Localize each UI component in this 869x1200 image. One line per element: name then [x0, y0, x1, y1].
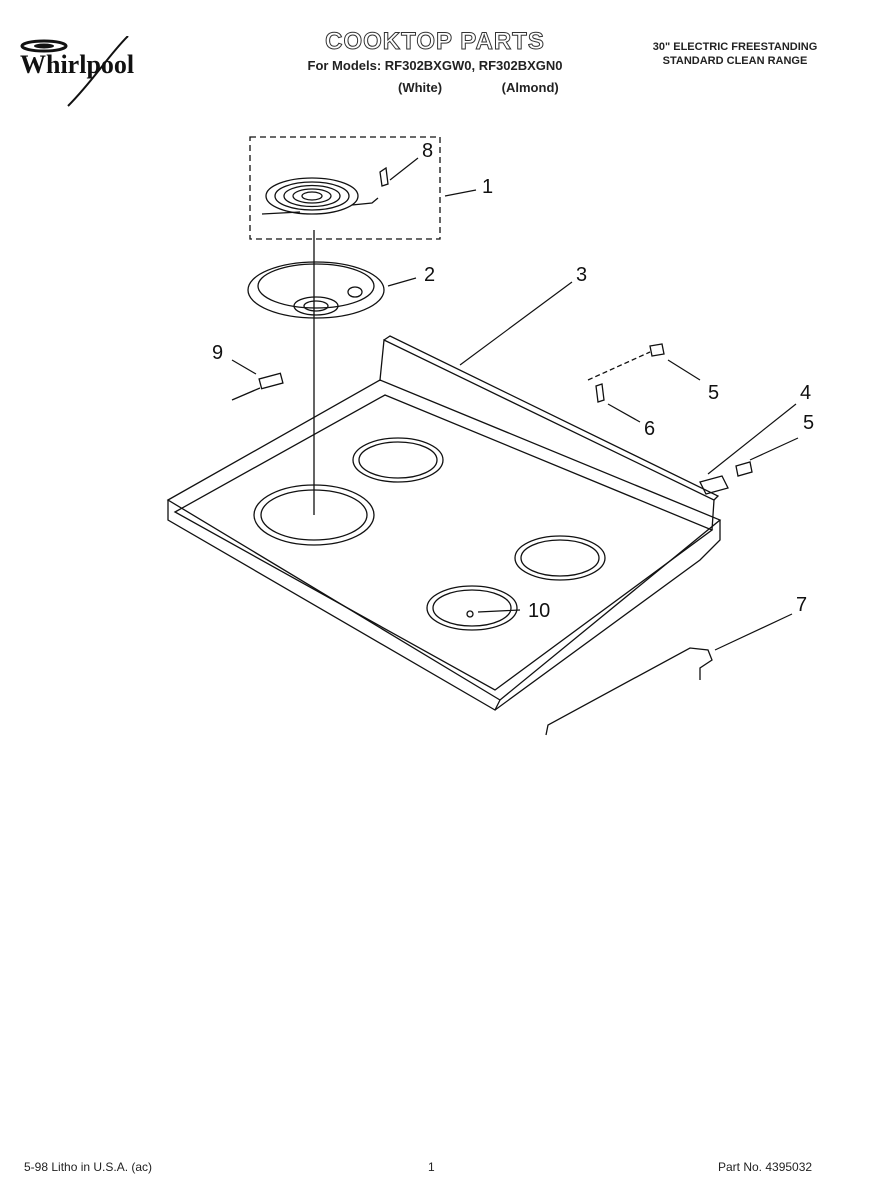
bracket-screw-part [735, 461, 753, 477]
callout-8: 8 [422, 140, 434, 162]
brand-name: Whirlpool [20, 50, 135, 79]
model-numbers: For Models: RF302BXGW0, RF302BXGN0 [307, 58, 563, 73]
terminal-clip-part [379, 166, 389, 187]
callout-4: 4 [800, 382, 812, 404]
wire-connector-part [231, 372, 284, 401]
cooktop-part [166, 335, 722, 711]
brand-logo [8, 35, 168, 108]
clip-screw-axis [587, 351, 651, 381]
model-colors: (White) (Almond) [380, 80, 580, 95]
drip-bowl-part [247, 261, 385, 319]
part-number: Part No. 4395032 [718, 1160, 813, 1174]
page-title: COOKTOP PARTS [325, 28, 545, 56]
logo-swoosh-icon [20, 35, 129, 107]
element-group-box [249, 136, 441, 240]
bracket-part [699, 475, 729, 495]
callout-7: 7 [796, 594, 808, 616]
color-almond: (Almond) [501, 80, 559, 95]
cooktop-exploded-diagram [166, 136, 799, 736]
surface-element-part [261, 177, 379, 215]
callout-10: 10 [528, 600, 551, 622]
clip-part [595, 383, 605, 403]
description-line-2: STANDARD CLEAN RANGE [662, 55, 808, 67]
callout-1: 1 [482, 176, 494, 198]
page-number: 1 [428, 1160, 435, 1174]
callout-5b: 5 [803, 412, 815, 434]
litho-note: 5-98 Litho in U.S.A. (ac) [24, 1160, 153, 1174]
color-white: (White) [398, 80, 443, 95]
support-rod-part [545, 647, 713, 736]
callout-2: 2 [424, 264, 436, 286]
callout-5a: 5 [708, 382, 720, 404]
callout-6: 6 [644, 418, 656, 440]
range-description: 30" ELECTRIC FREESTANDING STANDARD CLEAN… [610, 40, 860, 68]
description-line-1: 30" ELECTRIC FREESTANDING [652, 41, 818, 53]
callout-9: 9 [212, 342, 224, 364]
screw-part [649, 343, 665, 357]
callout-3: 3 [576, 264, 588, 286]
